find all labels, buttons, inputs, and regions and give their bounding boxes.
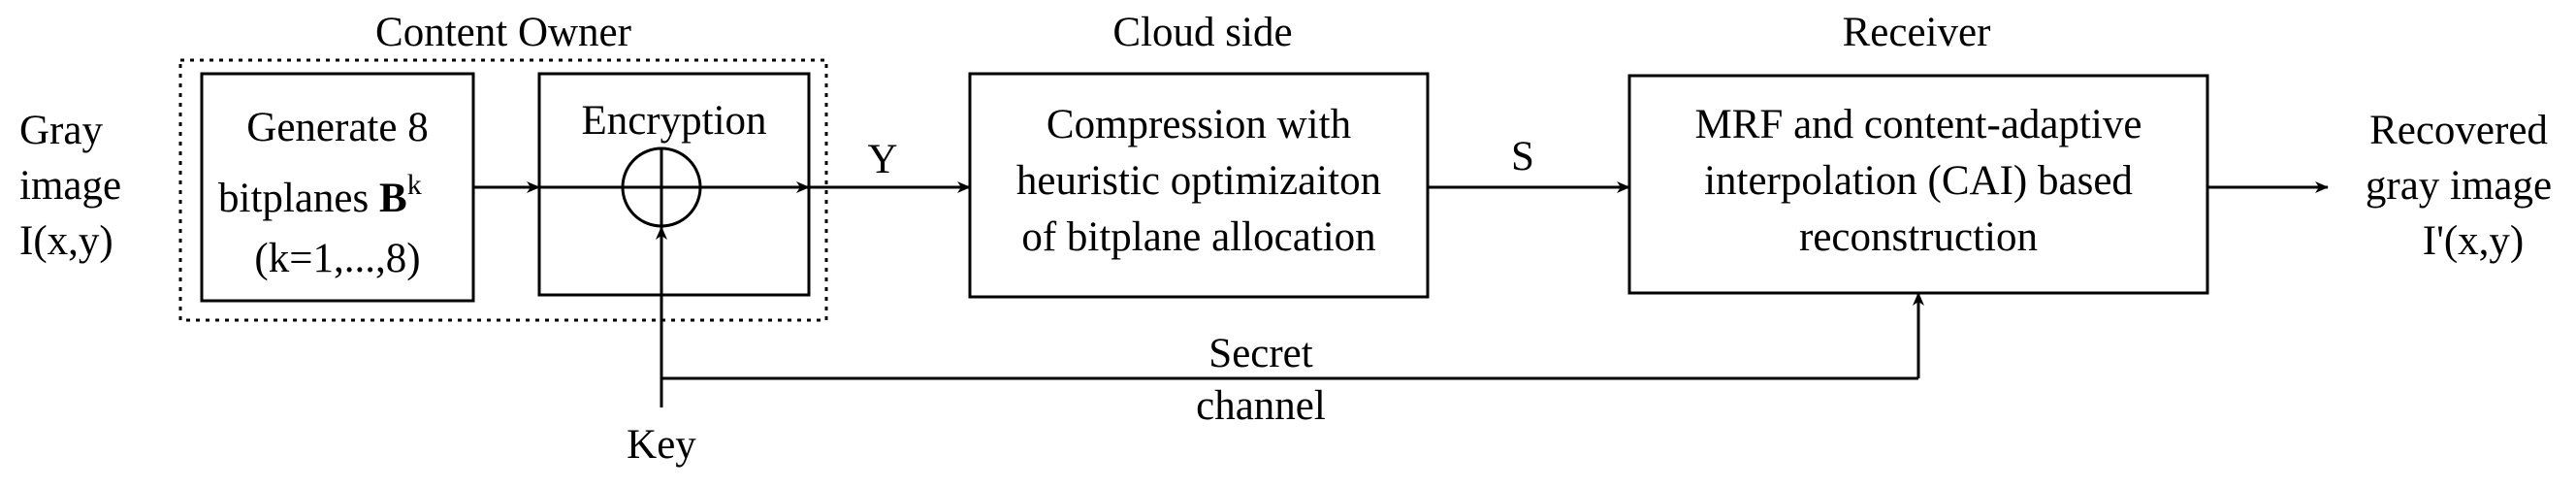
key-label: Key [627, 422, 696, 468]
encryption-label: Encryption [581, 98, 766, 144]
receiver-title: Receiver [1843, 10, 1991, 55]
generate-line2: bitplanes Bk [218, 169, 422, 221]
input-line2: image [19, 163, 121, 209]
reconstruction-box [1627, 74, 2209, 295]
generate-line2-text: bitplanes [218, 176, 379, 221]
generate-line2-bold: B [379, 176, 407, 221]
output-line2: gray image [2366, 163, 2552, 209]
compression-box [968, 72, 1430, 299]
generate-bitplanes-box [200, 72, 475, 303]
input-line3: I(x,y) [19, 218, 113, 264]
signal-s-label: S [1511, 134, 1534, 179]
secret-channel-line1: Secret [1208, 331, 1312, 376]
compression-line3: of bitplane allocation [1021, 214, 1375, 260]
input-label: Gray image I(x,y) [19, 108, 121, 264]
signal-y-label: Y [867, 137, 897, 182]
compression-line1: Compression with [1046, 102, 1351, 147]
reconstruction-line2: interpolation (CAI) based [1704, 158, 2133, 204]
content-owner-title: Content Owner [375, 10, 631, 55]
generate-line3: (k=1,...,8) [254, 236, 420, 281]
output-line1: Recovered [2369, 108, 2548, 153]
secret-channel-line2: channel [1196, 383, 1326, 429]
generate-line2-sup: k [407, 169, 422, 201]
xor-circle-icon [621, 146, 702, 228]
output-line3: I'(x,y) [2423, 218, 2524, 264]
reconstruction-line1: MRF and content-adaptive [1695, 102, 2142, 147]
reconstruction-line3: reconstruction [1799, 214, 2038, 260]
output-label: Recovered gray image I'(x,y) [2366, 108, 2552, 264]
content-owner-group [178, 58, 828, 322]
generate-line1: Generate 8 [246, 105, 428, 150]
input-line1: Gray [19, 108, 103, 153]
compression-line2: heuristic optimizaiton [1016, 158, 1381, 204]
cloud-side-title: Cloud side [1112, 10, 1292, 55]
